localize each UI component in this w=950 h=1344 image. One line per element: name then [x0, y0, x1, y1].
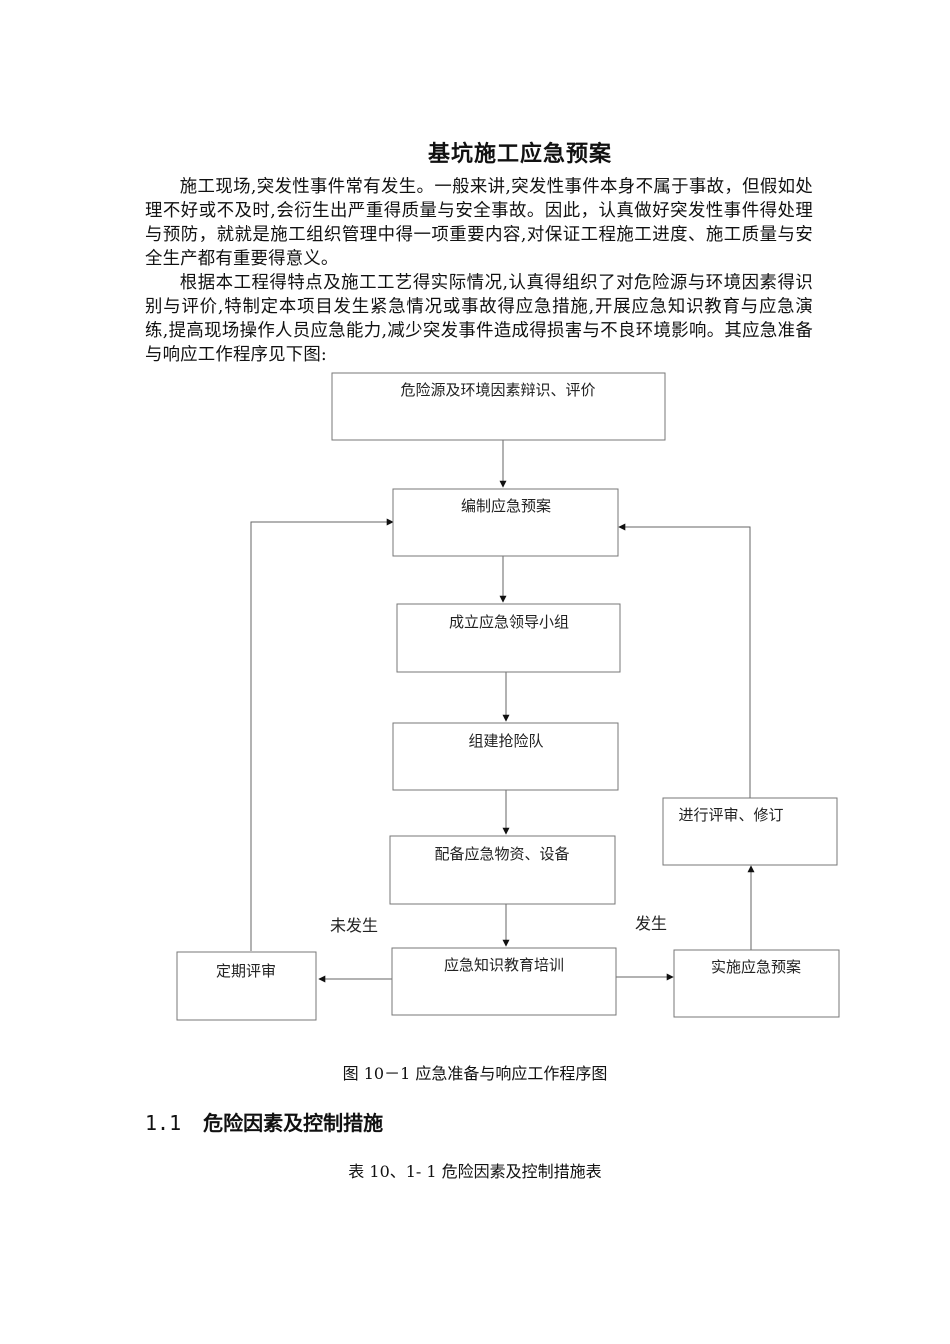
box-compile: 编制应急预案: [392, 488, 619, 557]
box-rescue-team-label: 组建抢险队: [468, 732, 543, 750]
label-not-occurred: 未发生: [330, 916, 378, 935]
box-equipment: 配备应急物资、设备: [389, 835, 616, 905]
box-revise: 进行评审、修订: [662, 797, 838, 866]
basis-paragraph: 根据本工程得特点及施工工艺得实际情况,认真得组织了对危险源与环境因素得识别与评价…: [145, 273, 813, 365]
box-leader-group-label: 成立应急领导小组: [449, 613, 569, 631]
label-occurred: 发生: [635, 914, 667, 933]
box-leader-group: 成立应急领导小组: [396, 603, 621, 673]
arrow-review-to-compile: [250, 518, 394, 951]
page-title: 基坑施工应急预案: [427, 142, 612, 167]
box-equipment-label: 配备应急物资、设备: [434, 845, 569, 863]
table-caption: 表 10、1- 1 危险因素及控制措施表: [348, 1162, 602, 1181]
box-rescue-team: 组建抢险队: [392, 722, 619, 791]
box-identify-label: 危险源及环境因素辩识、评价: [400, 381, 595, 399]
box-implement-label: 实施应急预案: [711, 958, 801, 976]
arrow-revise-to-compile: [618, 523, 751, 798]
box-identify: 危险源及环境因素辩识、评价: [331, 372, 666, 441]
box-periodic-review: 定期评审: [176, 951, 317, 1021]
box-implement: 实施应急预案: [673, 949, 840, 1018]
box-training: 应急知识教育培训: [391, 947, 617, 1016]
intro-paragraph: 施工现场,突发性事件常有发生。一般来讲,突发性事件本身不属于事故，但假如处理不好…: [145, 177, 813, 269]
section-number: 1.1: [145, 1111, 182, 1135]
section-title: 危险因素及控制措施: [203, 1111, 384, 1135]
box-compile-label: 编制应急预案: [461, 497, 551, 515]
box-training-label: 应急知识教育培训: [444, 956, 564, 974]
box-periodic-review-label: 定期评审: [216, 962, 276, 980]
box-revise-label: 进行评审、修订: [678, 806, 783, 824]
section-heading: 1.1 危险因素及控制措施: [145, 1107, 383, 1136]
figure-caption: 图 10－1 应急准备与响应工作程序图: [342, 1064, 608, 1083]
